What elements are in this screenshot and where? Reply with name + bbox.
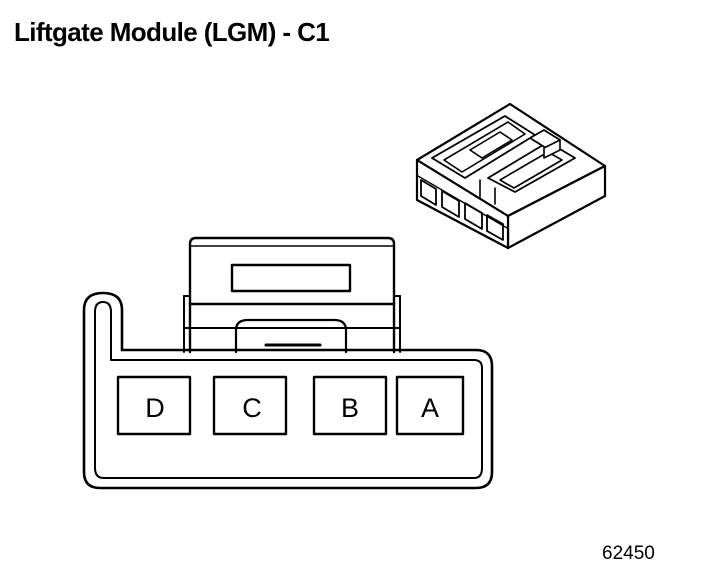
- connector-body: [82, 291, 494, 490]
- cavity-label-a: A: [421, 393, 439, 423]
- cavity-label-c: C: [242, 393, 262, 423]
- cavity-b: [312, 375, 388, 436]
- connector-3d-illustration: [415, 102, 607, 250]
- cavity-label-b: B: [341, 393, 359, 423]
- figure-number: 62450: [602, 543, 655, 564]
- cavity-label-d: D: [145, 393, 165, 423]
- cavity-c: [212, 375, 288, 436]
- locking-tab: [183, 236, 401, 354]
- cavity-d: [116, 375, 192, 436]
- diagram-title: Liftgate Module (LGM) - C1: [14, 17, 330, 47]
- cavity-a: [395, 375, 465, 436]
- connector-face-view: [82, 236, 494, 490]
